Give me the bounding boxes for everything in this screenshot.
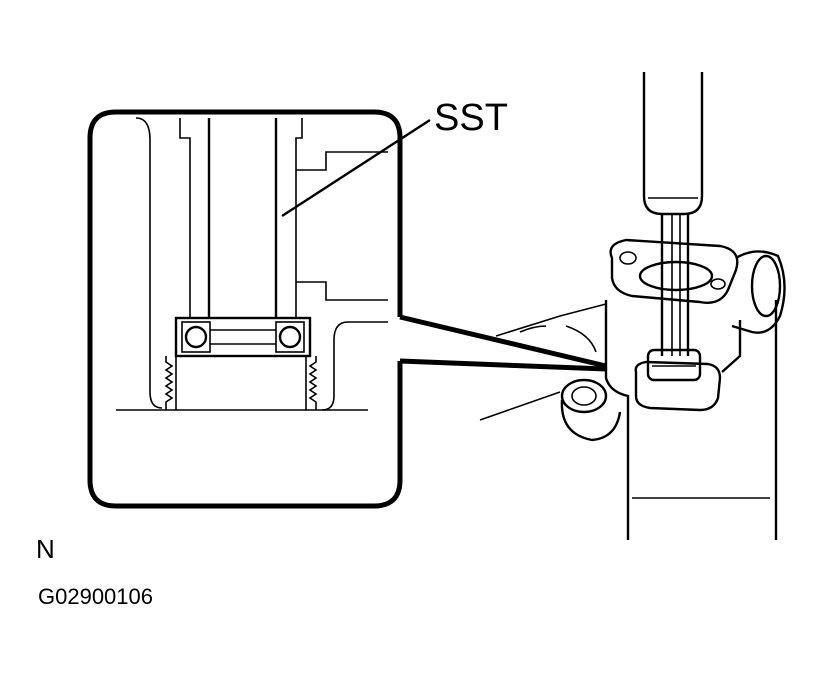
flange-bolt-hole-right bbox=[710, 278, 726, 290]
thread-right bbox=[308, 356, 318, 410]
side-boss-inner bbox=[571, 386, 597, 406]
right-step-upper bbox=[296, 151, 388, 171]
upper-step-left bbox=[179, 118, 191, 318]
figure-id: G02900106 bbox=[38, 584, 153, 609]
housing-body bbox=[604, 300, 630, 540]
sst-leader-line bbox=[281, 118, 431, 218]
press-ram bbox=[642, 72, 704, 216]
bearing-ball-left bbox=[184, 325, 208, 349]
flange-bolt-hole-left bbox=[619, 251, 637, 265]
bearing-ball-right bbox=[278, 325, 302, 349]
housing-right-wall bbox=[321, 321, 388, 411]
upper-step-right bbox=[295, 118, 303, 318]
bearing-in-seat bbox=[646, 348, 702, 382]
flange-bore bbox=[638, 260, 714, 292]
bearing bbox=[174, 316, 312, 358]
rack-tube-upper bbox=[495, 303, 607, 337]
sst-callout-label: SST bbox=[434, 97, 508, 139]
right-step-lower bbox=[296, 281, 388, 301]
upper-flange bbox=[609, 238, 739, 304]
orientation-mark: N bbox=[36, 534, 55, 564]
side-boss bbox=[560, 378, 608, 414]
tool-rod bbox=[660, 214, 690, 356]
thread-left bbox=[164, 356, 174, 410]
side-port-opening bbox=[750, 254, 782, 318]
inset-frame bbox=[87, 109, 403, 509]
detail-inset bbox=[87, 109, 403, 509]
bearing-seat bbox=[634, 360, 722, 412]
rack-tube-lower bbox=[479, 391, 561, 421]
side-port bbox=[731, 250, 786, 334]
steering-gear-housing bbox=[479, 72, 786, 540]
magnifier-leader-top bbox=[399, 314, 607, 369]
magnifier-leader-bottom bbox=[399, 358, 607, 372]
housing-left-wall bbox=[135, 117, 163, 409]
